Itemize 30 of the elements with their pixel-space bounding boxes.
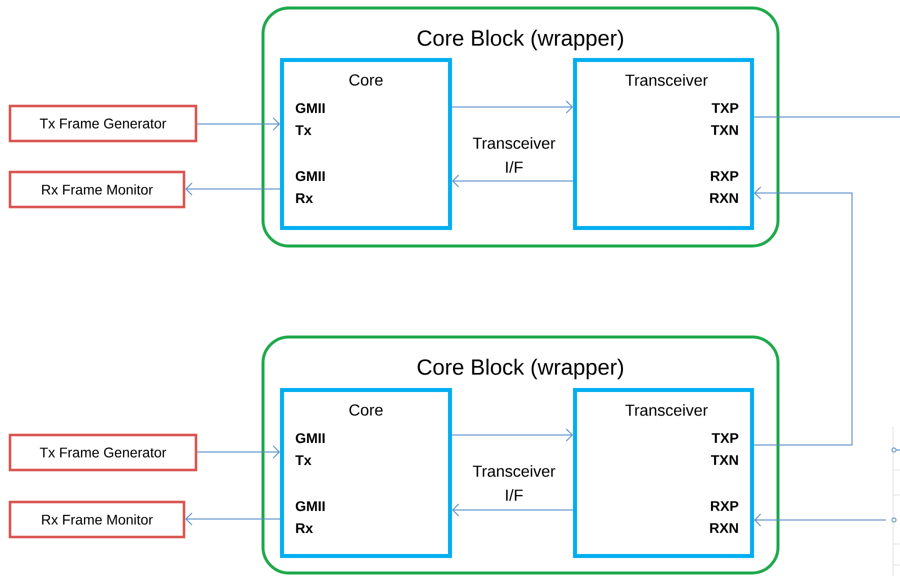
- interface-label: Transceiver I/F: [472, 465, 556, 501]
- arrow: [185, 512, 280, 526]
- signal-block: Rx Frame Monitor: [8, 170, 186, 208]
- signal-block: Rx Frame Monitor: [8, 500, 186, 538]
- signal-block: Tx Frame Generator: [8, 104, 198, 142]
- signal-block: Tx Frame Generator: [8, 434, 198, 472]
- interface-label: Transceiver I/F: [472, 137, 556, 173]
- block-title: Core Block (wrapper): [418, 358, 623, 380]
- arrow: [452, 428, 573, 442]
- port-label: GMII Tx: [295, 103, 325, 135]
- arrow: [196, 446, 280, 458]
- module-title: Core: [349, 404, 383, 416]
- port-label: TXP TXN: [710, 103, 738, 135]
- module-title: Core: [349, 74, 383, 86]
- port-label: GMII Rx: [296, 501, 325, 533]
- module-title: Transceiver: [625, 74, 708, 86]
- arrow: [754, 186, 852, 446]
- arrow: [196, 118, 280, 130]
- arrow: [754, 514, 886, 526]
- port-label: GMII Tx: [295, 433, 325, 465]
- arrow: [452, 100, 573, 114]
- module-title: Transceiver: [625, 404, 708, 416]
- port-label: TXP TXN: [710, 433, 738, 465]
- port-label: RXP RXN: [710, 171, 738, 203]
- port-label: RXP RXN: [710, 501, 738, 533]
- block-title: Core Block (wrapper): [418, 30, 623, 50]
- arrow: [452, 174, 574, 188]
- port-label: GMII Rx: [296, 171, 325, 203]
- arrow: [452, 504, 574, 516]
- arrow: [185, 182, 280, 196]
